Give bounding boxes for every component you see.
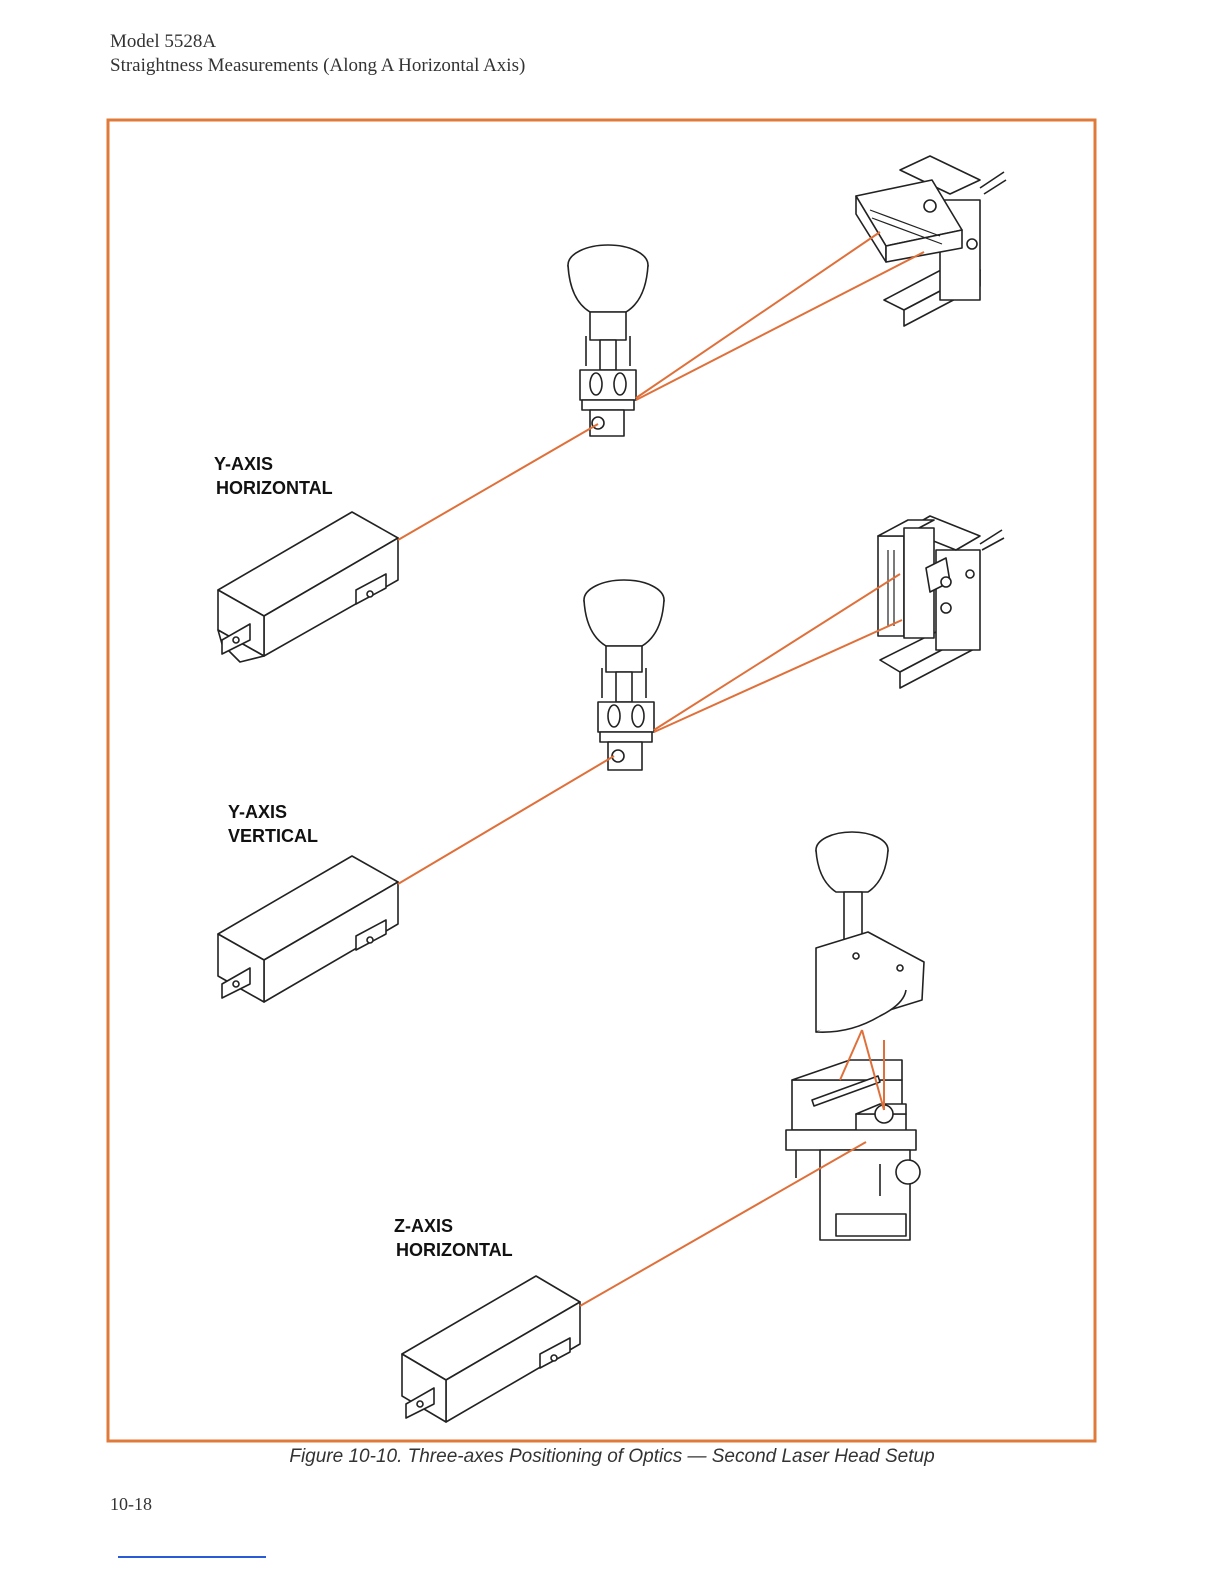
- laser-head-1: [218, 512, 398, 662]
- laser-head-2: [218, 856, 398, 1002]
- label-z-horizontal-1: Z-AXIS: [394, 1216, 453, 1236]
- label-z-horizontal-2: HORIZONTAL: [396, 1240, 513, 1260]
- figure-caption: Figure 10-10. Three-axes Positioning of …: [0, 1446, 1224, 1468]
- interferometer-3: [786, 832, 924, 1240]
- page-number: 10-18: [110, 1494, 152, 1515]
- label-y-vertical-1: Y-AXIS: [228, 802, 287, 822]
- label-y-horizontal-1: Y-AXIS: [214, 454, 273, 474]
- footer-rule: [118, 1556, 266, 1558]
- interferometer-1: [568, 245, 648, 436]
- interferometer-2: [584, 580, 664, 770]
- laser-head-3: [402, 1276, 580, 1422]
- label-y-horizontal-2: HORIZONTAL: [216, 478, 333, 498]
- label-y-vertical-2: VERTICAL: [228, 826, 318, 846]
- reflector-2: [878, 516, 1004, 688]
- reflector-1: [856, 156, 1006, 326]
